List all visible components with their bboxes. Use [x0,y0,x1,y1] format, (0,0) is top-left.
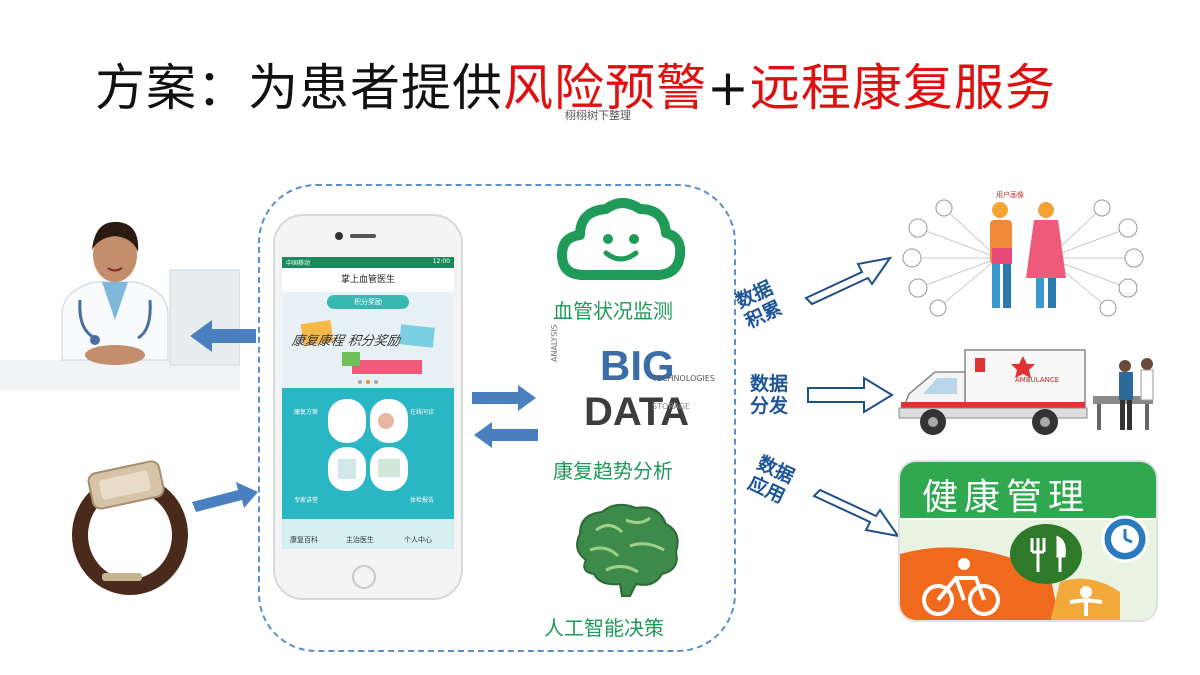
caption-ai: 人工智能决策 [544,616,664,640]
health-app-icon[interactable]: 健康管理 [898,460,1158,622]
status-time: 12:00 [432,258,450,265]
watermark-text: 栩栩树下整理 [565,109,631,122]
health-app-header [900,462,1156,518]
bigdata-data: DATA [584,390,690,434]
cloud-smile-icon [557,198,686,280]
phone-speaker [350,234,376,238]
health-app-title: 健康管理 [922,477,1091,518]
title-highlight1: 风险预警 [503,59,707,117]
feature-label[interactable]: 在线问诊 [410,409,435,416]
status-carrier: 中国移动 [286,260,311,267]
doctor-image [0,210,241,390]
tab-encyclopedia[interactable]: 康复百科 [290,536,318,544]
phone-tab-bar: 康复百科 主治医生 个人中心 [282,519,454,549]
label-data-distribute: 数据 分发 [750,373,789,417]
clock-icon [1101,515,1149,563]
arrow-apply [812,488,901,538]
feature-label[interactable]: 专家讲堂 [294,497,319,504]
arrow-left-to-phone [474,422,538,448]
banner-pill: 积分奖励 [327,295,409,309]
bigdata-word: TECHNOLOGIES [652,374,715,383]
ambulance-image: AMBULANCE [895,342,1165,442]
arrow-right-to-data [472,385,536,411]
label-data-apply: 数据 应用 [744,452,798,508]
label-data-accumulate: 数据 积累 [732,277,786,333]
ambulance-text: AMBULANCE [1015,376,1060,384]
wristband-image [60,455,190,595]
platform-frame [258,184,736,652]
people-chart-center-label: 用户画像 [996,191,1024,199]
phone-home-button[interactable] [352,565,376,589]
page-title: 方案：为患者提供风险预警+远程康复服务 [95,48,1056,120]
bigdata-word: STORAGE [652,402,691,411]
title-part1: 方案：为患者提供 [95,59,503,117]
arrow-from-wristband [192,482,258,512]
arrow-to-doctor [190,320,256,352]
title-plus: + [707,59,750,117]
tab-profile[interactable]: 个人中心 [404,536,432,544]
caption-trend: 康复趋势分析 [553,459,673,483]
feature-label[interactable]: 体检报告 [410,497,435,504]
phone-status-bar: 中国移动 12:00 [282,257,454,268]
title-highlight2: 远程康复服务 [749,59,1056,117]
arrow-distribute [807,376,894,414]
tab-doctor[interactable]: 主治医生 [346,536,374,544]
bigdata-big: BIG [600,342,675,389]
feature-clover-icon [328,399,408,491]
bigdata-cloud-image: BIG DATA ANALYSIS TECHNOLOGIES STORAGE [548,324,715,447]
bigdata-word: ANALYSIS [550,324,559,362]
fitness-icon [1050,578,1120,620]
app-header-title: 掌上血管医生 [282,268,454,292]
user-profile-chart: 用户画像 [898,188,1148,328]
phone-camera-icon [335,232,343,240]
banner-text: 康复康程 积分奖励 [290,334,401,349]
arrow-accumulate [804,256,893,306]
brain-icon [576,503,679,597]
phone-screen: 中国移动 12:00 掌上血管医生 积分奖励 康复康程 积分奖励 康复方案 在线… [282,257,454,549]
feature-label[interactable]: 康复方案 [294,409,319,416]
dining-icon [1010,524,1082,584]
caption-monitor: 血管状况监测 [553,299,673,323]
